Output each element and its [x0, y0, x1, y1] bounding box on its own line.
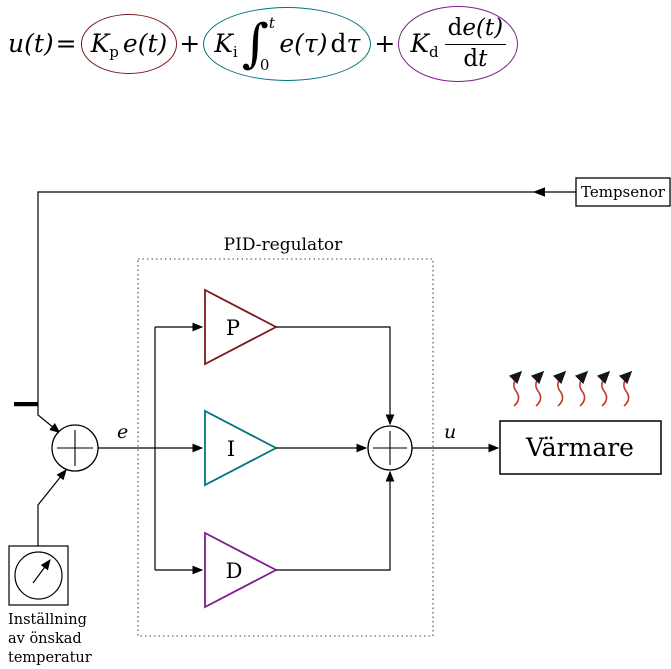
dial-caption-line: temperatur: [8, 650, 92, 666]
pid-formula: u(t) = K p e(t) + K i ∫ t 0 e(τ) d τ +: [8, 6, 519, 83]
ki-diff-d: d: [330, 29, 347, 59]
p-output-line: [276, 326, 395, 426]
formula-term-integral: K i ∫ t 0 e(τ) d τ: [203, 7, 372, 82]
kd-coef: K: [410, 29, 429, 59]
frac-num-d: d: [447, 15, 463, 41]
kp-coef: K: [90, 29, 110, 59]
ki-arg: e(τ): [279, 29, 328, 59]
derivative-fraction: d e(t) d t: [444, 15, 507, 73]
p-block: P: [204, 288, 278, 366]
control-signal-label: u: [444, 421, 456, 443]
integral-icon: ∫ t 0: [242, 15, 279, 73]
d-triangle: [204, 531, 278, 609]
summing-junction-left: [51, 424, 99, 472]
heat-arrow-icon: [508, 370, 523, 407]
formula-term-proportional: K p e(t): [80, 14, 178, 74]
minus-sign: −: [10, 380, 42, 425]
dial-needle-icon: [32, 559, 51, 584]
i-block-label: I: [227, 437, 235, 461]
heater-box: [499, 420, 662, 475]
heat-arrow-icon: [552, 370, 567, 407]
setpoint-line: [37, 469, 67, 546]
feedback-line: [37, 191, 576, 434]
temp-sensor-box: [575, 177, 671, 207]
summing-junction-right: [367, 425, 413, 471]
formula-lhs: u(t): [8, 29, 54, 59]
equals-sign: =: [55, 29, 77, 59]
dial-caption-line: av önskad: [8, 631, 82, 647]
ki-diff-var: τ: [346, 29, 361, 59]
frac-den-d: d: [463, 45, 479, 72]
p-block-label: P: [226, 316, 240, 340]
ki-coef: K: [214, 29, 233, 59]
dial-caption-line: Inställning: [8, 612, 87, 628]
heat-arrow-icon: [596, 370, 611, 407]
i-block: I: [204, 409, 278, 487]
setpoint-dial: [8, 545, 69, 606]
feedback-arrowhead: [533, 187, 545, 197]
heater-label: Värmare: [525, 433, 634, 462]
heat-arrow-icon: [530, 370, 545, 407]
formula-term-derivative: K d d e(t) d t: [398, 6, 519, 83]
pid-regulator-boundary: [137, 258, 434, 637]
heat-arrow-icon: [574, 370, 589, 407]
frac-num-rest: e(t): [462, 15, 504, 41]
heat-arrow-icon: [618, 370, 633, 407]
kd-sub: d: [429, 42, 439, 61]
heat-arrows: [508, 370, 633, 407]
plus-sign: +: [179, 29, 201, 59]
d-block-label: D: [226, 559, 243, 583]
plus-sign: +: [374, 29, 396, 59]
integral-upper-limit: t: [268, 14, 275, 33]
temp-sensor-label: Tempsenor: [581, 183, 666, 201]
pid-regulator-label: PID-regulator: [224, 235, 344, 255]
integral-lower-limit: 0: [259, 55, 270, 74]
error-signal-label: e: [117, 421, 128, 443]
d-output-line: [276, 470, 395, 571]
kp-arg: e(t): [122, 29, 168, 59]
dial-caption: Inställning av önskad temperatur: [8, 612, 92, 666]
i-triangle: [204, 409, 278, 487]
kp-sub: p: [109, 42, 119, 61]
frac-den-rest: t: [478, 45, 488, 72]
d-block: D: [204, 531, 278, 609]
p-triangle: [204, 288, 278, 366]
ki-sub: i: [232, 42, 238, 61]
